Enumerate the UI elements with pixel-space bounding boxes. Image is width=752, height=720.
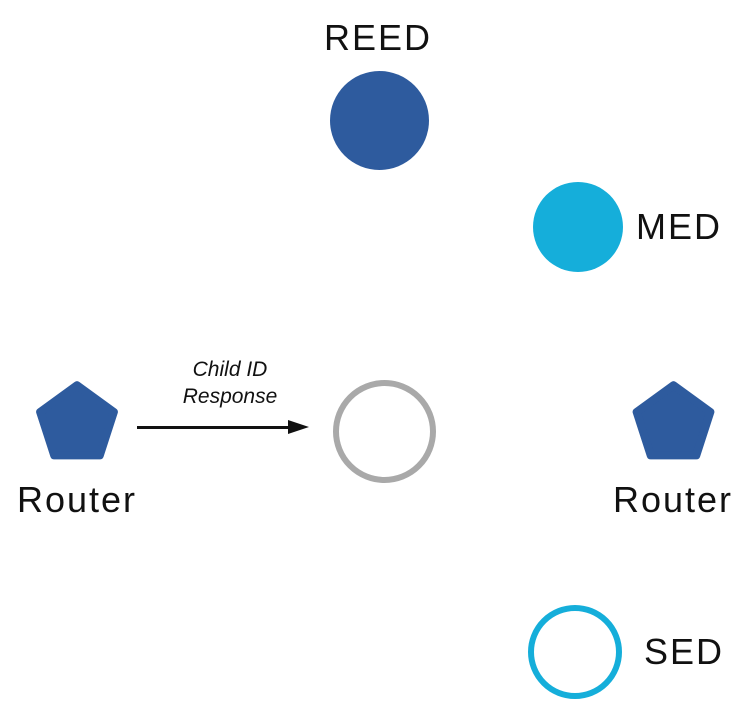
- message-arrow-label: Child ID Response: [150, 356, 310, 410]
- arrow-shaft: [137, 426, 291, 429]
- router-left-pentagon-icon: [31, 379, 123, 469]
- message-arrow-label-line2: Response: [182, 385, 278, 408]
- reed-node-label: REED: [323, 17, 433, 58]
- med-filled-circle-icon: [533, 182, 623, 272]
- reed-filled-circle-icon: [330, 71, 429, 170]
- joining-node-outline-circle-icon: [333, 380, 436, 483]
- sed-node-label: SED: [644, 631, 725, 672]
- sed-outline-circle-icon: [528, 605, 622, 699]
- router-right-node-label: Router: [612, 479, 734, 520]
- med-node-label: MED: [636, 206, 722, 247]
- message-arrow-label-line1: Child ID: [192, 358, 268, 381]
- arrow-head: [288, 420, 309, 434]
- message-arrow-icon: [137, 412, 309, 444]
- router-right-pentagon-icon: [627, 379, 720, 469]
- router-left-node-label: Router: [16, 479, 138, 520]
